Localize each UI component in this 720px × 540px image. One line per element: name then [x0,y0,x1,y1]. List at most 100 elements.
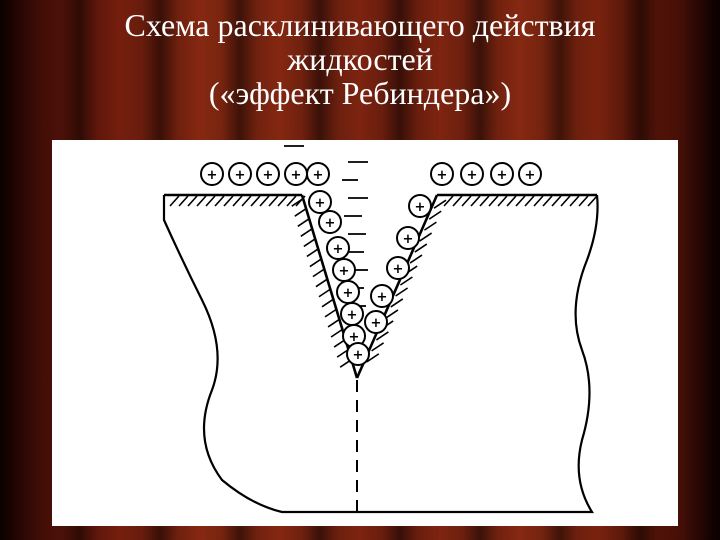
hatch-stroke [250,195,261,207]
svg-text:+: + [415,200,426,215]
svg-text:+: + [377,290,388,305]
hatch-stroke [286,195,297,207]
hatch-stroke [419,232,433,242]
molecule: + [346,342,370,366]
molecule: + [318,210,342,234]
molecule: + [326,236,350,260]
svg-text:+: + [315,196,326,211]
molecule: + [256,162,280,186]
svg-text:+: + [353,348,364,363]
svg-text:+: + [393,262,404,277]
molecule: + [306,162,330,186]
hatch-stroke [506,195,517,207]
hatch-stroke [178,195,189,207]
hatch-stroke [443,195,454,207]
molecule: + [340,302,364,326]
title-line-2: жидкостей [287,41,433,77]
molecule: + [228,162,252,186]
hatch-stroke [375,331,389,341]
hatch-stroke [327,318,341,328]
hatch-stroke [497,195,508,207]
svg-text:+: + [347,308,358,323]
molecule: + [408,194,432,218]
crack-right-wall [355,194,439,379]
hatch-stroke [366,353,380,363]
slide-title: Схема расклинивающего действия жидкостей… [0,8,720,110]
svg-text:+: + [437,168,448,183]
hatch-stroke [423,221,437,231]
hatch-stroke [414,243,428,253]
svg-text:+: + [325,216,336,231]
hatch-stroke [315,278,329,288]
hatch-stroke [409,254,423,264]
hatch-stroke [533,195,544,207]
svg-text:+: + [339,264,350,279]
hatch-stroke [324,308,338,318]
molecule: + [336,280,360,304]
hatch-stroke [291,197,305,207]
molecule: + [430,162,454,186]
svg-text:+: + [403,232,414,247]
hatch-stroke [205,195,216,207]
diagram-panel: ++++++++++++++++++++++ [52,140,678,526]
svg-text:+: + [467,168,478,183]
hatch-stroke [241,195,252,207]
hatch-stroke [578,195,589,207]
hatch-stroke [395,287,409,297]
solid-body-outline [162,194,599,514]
rebinder-diagram: ++++++++++++++++++++++ [162,145,599,514]
hatch-stroke [232,195,243,207]
hatch-stroke [452,195,463,207]
svg-text:+: + [349,330,360,345]
svg-text:+: + [333,242,344,257]
hatch-stroke [300,227,314,238]
hatch-stroke [542,195,553,207]
hatch-stroke [330,328,344,338]
hatch-stroke [318,288,332,298]
hatch-stroke [297,217,311,227]
svg-text:+: + [525,168,536,183]
hatch-stroke [461,195,472,207]
hatch-stroke [196,195,207,207]
molecule: + [332,258,356,282]
molecule: + [460,162,484,186]
hatch-stroke [321,298,335,308]
hatch-stroke [569,195,580,207]
hatch-stroke [390,298,404,308]
title-line-1: Схема расклинивающего действия [124,7,596,43]
svg-text:+: + [313,168,324,183]
hatch-stroke [268,195,279,207]
hatch-stroke [433,199,447,209]
hatch-stroke [488,195,499,207]
svg-text:+: + [371,316,382,331]
molecule: + [370,284,394,308]
hatch-stroke [371,342,385,352]
surface-hatching [169,195,598,368]
hatch-stroke [470,195,481,207]
svg-text:+: + [343,286,354,301]
hatch-stroke [428,210,442,220]
hatch-stroke [551,195,562,207]
molecule: + [396,226,420,250]
hatch-stroke [312,267,326,278]
svg-text:+: + [235,168,246,183]
hatch-stroke [399,276,413,286]
hatch-stroke [479,195,490,207]
hatch-stroke [214,195,225,207]
molecule: + [308,190,332,214]
hatch-stroke [169,195,180,207]
hatch-stroke [385,309,399,319]
hatch-stroke [515,195,526,207]
molecule: + [364,310,388,334]
hatch-stroke [259,195,270,207]
hatch-stroke [277,195,288,207]
adsorbed-molecules: ++++++++++++++++++++++ [200,162,542,366]
hatch-stroke [303,237,317,248]
crack-left-wall [300,194,359,379]
hatch-stroke [306,247,320,258]
hatch-stroke [587,195,598,207]
svg-text:+: + [497,168,508,183]
hatch-stroke [560,195,571,207]
molecule: + [200,162,224,186]
hatch-stroke [309,257,323,268]
